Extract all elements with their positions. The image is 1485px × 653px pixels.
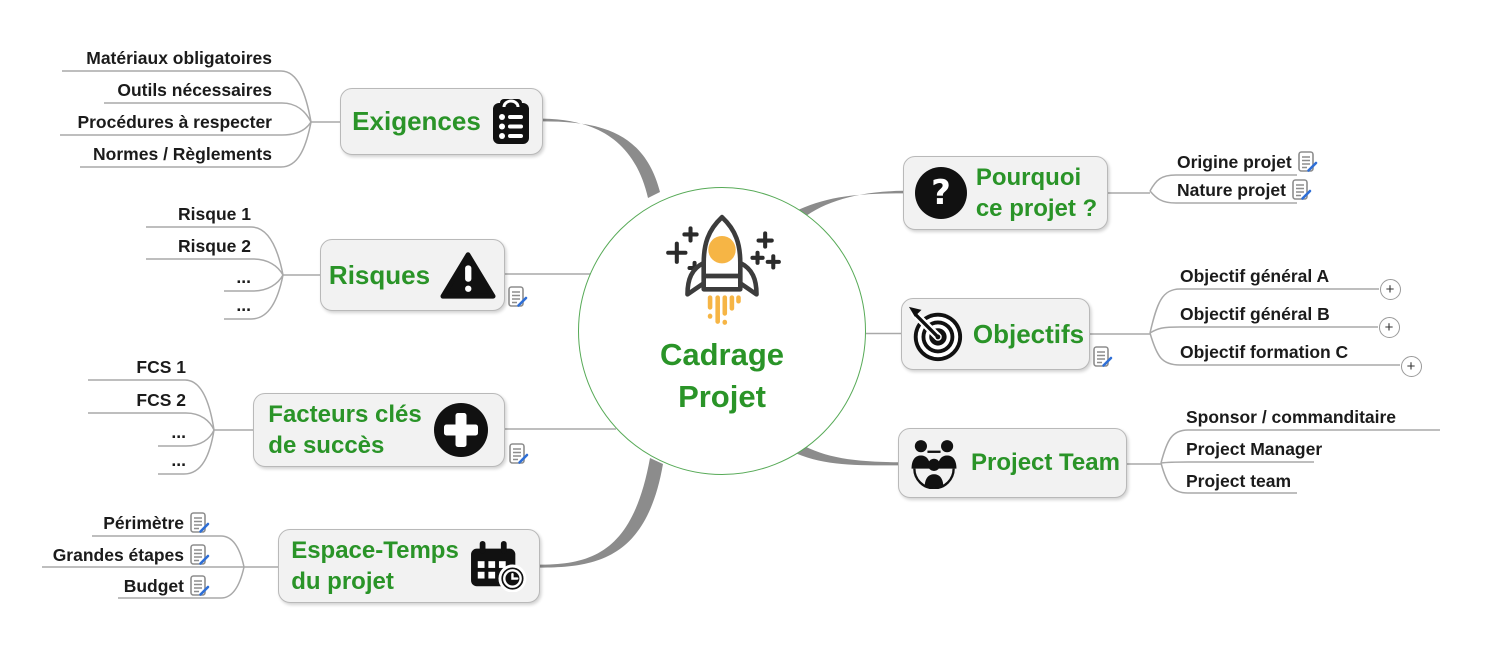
note-icon-objectifs[interactable] <box>1093 346 1113 368</box>
note-icon-perimetre[interactable] <box>190 512 210 534</box>
svg-text:?: ? <box>931 173 951 213</box>
topic-grandes-etapes[interactable]: Grandes étapes <box>53 544 210 566</box>
line-team-child-2 <box>1160 461 1314 464</box>
target-dart-icon <box>908 306 962 362</box>
plus-circle-icon <box>433 403 488 457</box>
line-facteurs-child-2 <box>88 412 215 431</box>
topic-perimetre[interactable]: Périmètre <box>103 512 210 534</box>
topic-risque-2[interactable]: Risque 2 <box>178 236 251 256</box>
connector-center-pourquoi <box>794 190 903 222</box>
note-icon-risques[interactable] <box>508 286 528 308</box>
node-pourquoi-title: Pourquoi ce projet ? <box>975 163 1098 222</box>
topic-outils-necessaires[interactable]: Outils nécessaires <box>117 80 272 100</box>
thick-connectors <box>540 118 903 568</box>
node-espace-temps[interactable]: Espace-Temps du projet <box>278 529 540 603</box>
line-risques-child-2 <box>146 258 284 276</box>
line-objectifs-child-2 <box>1149 326 1378 334</box>
line-pourquoi-child-1 <box>1149 174 1297 192</box>
expand-button-objectif-b[interactable]: + <box>1378 316 1400 338</box>
topic-fcs-more-2[interactable]: ... <box>171 450 186 470</box>
line-espace-child-3 <box>118 566 245 599</box>
topic-objectif-general-a[interactable]: Objectif général A <box>1180 266 1330 286</box>
node-facteurs-cles[interactable]: Facteurs clés de succès <box>253 393 505 467</box>
topic-normes-reglements[interactable]: Normes / Règlements <box>93 144 272 164</box>
line-team-child-3 <box>1160 462 1297 494</box>
topic-materiaux-obligatoires[interactable]: Matériaux obligatoires <box>86 48 272 68</box>
line-objectifs-child-1 <box>1149 288 1379 334</box>
topic-procedures-a-respecter[interactable]: Procédures à respecter <box>77 112 272 132</box>
line-facteurs-child-1 <box>88 379 215 431</box>
topic-origine-projet[interactable]: Origine projet <box>1177 151 1318 173</box>
node-objectifs[interactable]: Objectifs <box>901 298 1090 370</box>
note-icon-grandes-etapes[interactable] <box>190 544 210 566</box>
topic-risque-more-2[interactable]: ... <box>236 295 251 315</box>
line-facteurs-child-4 <box>158 429 215 475</box>
node-project-team[interactable]: Project Team <box>898 428 1127 498</box>
line-exigences-child-4 <box>80 121 312 168</box>
line-exigences-child-2 <box>104 102 312 123</box>
connector-center-team <box>791 441 898 466</box>
topic-objectif-general-b[interactable]: Objectif général B <box>1180 304 1330 324</box>
line-exigences-child-1 <box>62 70 312 123</box>
expand-button-objectif-a[interactable]: + <box>1379 278 1401 300</box>
central-topic-title: Cadrage Projet <box>659 337 785 414</box>
topic-fcs-more-1[interactable]: ... <box>171 422 186 442</box>
node-team-title: Project Team <box>971 449 1120 476</box>
note-icon-nature-projet[interactable] <box>1292 179 1312 201</box>
line-pourquoi-child-2 <box>1149 190 1297 204</box>
line-facteurs-child-3 <box>158 429 215 447</box>
line-exigences-child-3 <box>60 121 312 136</box>
line-espace-child-1 <box>92 535 245 568</box>
node-objectifs-title: Objectifs <box>972 318 1085 349</box>
connector-center-exigences <box>543 118 660 198</box>
topic-sponsor-commanditaire[interactable]: Sponsor / commanditaire <box>1186 407 1397 427</box>
central-topic-cadrage-projet[interactable]: Cadrage Projet <box>578 187 866 475</box>
rocket-body <box>685 214 759 297</box>
team-icon <box>911 440 957 489</box>
node-risques[interactable]: Risques <box>320 239 505 311</box>
topic-nature-projet[interactable]: Nature projet <box>1177 179 1312 201</box>
line-risques-child-4 <box>224 274 284 320</box>
topic-project-team-member[interactable]: Project team <box>1186 471 1292 491</box>
thin-connectors <box>42 70 1440 599</box>
node-espace-title: Espace-Temps du projet <box>291 536 459 595</box>
rocket-window <box>708 235 736 264</box>
note-icon-origine-projet[interactable] <box>1297 151 1318 173</box>
connector-center-espace <box>540 458 663 568</box>
line-team-child-1 <box>1160 429 1440 464</box>
topic-budget[interactable]: Budget <box>124 575 210 597</box>
rocket-flames <box>707 295 741 325</box>
node-risques-title: Risques <box>328 259 431 290</box>
node-pourquoi[interactable]: ? Pourquoi ce projet ? <box>903 156 1108 230</box>
topic-risque-more-1[interactable]: ... <box>236 267 251 287</box>
line-risques-child-3 <box>224 274 284 292</box>
expand-button-objectif-c[interactable]: + <box>1400 355 1422 377</box>
node-exigences-title: Exigences <box>352 106 481 136</box>
line-risques-child-1 <box>146 226 284 276</box>
question-circle-icon: ? <box>914 167 967 219</box>
note-icon-budget[interactable] <box>190 575 210 597</box>
topic-risque-1[interactable]: Risque 1 <box>178 204 251 224</box>
topic-project-manager[interactable]: Project Manager <box>1186 439 1323 459</box>
warning-triangle-icon <box>440 252 496 299</box>
topic-objectif-formation-c[interactable]: Objectif formation C <box>1180 342 1349 362</box>
node-exigences[interactable]: Exigences <box>340 88 543 155</box>
topic-fcs-2[interactable]: FCS 2 <box>136 390 186 410</box>
line-objectifs-child-3 <box>1149 332 1400 366</box>
node-facteurs-title: Facteurs clés de succès <box>268 400 422 459</box>
clipboard-checklist-icon <box>492 98 529 144</box>
topic-fcs-1[interactable]: FCS 1 <box>136 357 186 377</box>
rocket-icon <box>666 214 781 325</box>
calendar-clock-icon <box>470 540 527 592</box>
note-icon-facteurs[interactable] <box>509 443 529 465</box>
